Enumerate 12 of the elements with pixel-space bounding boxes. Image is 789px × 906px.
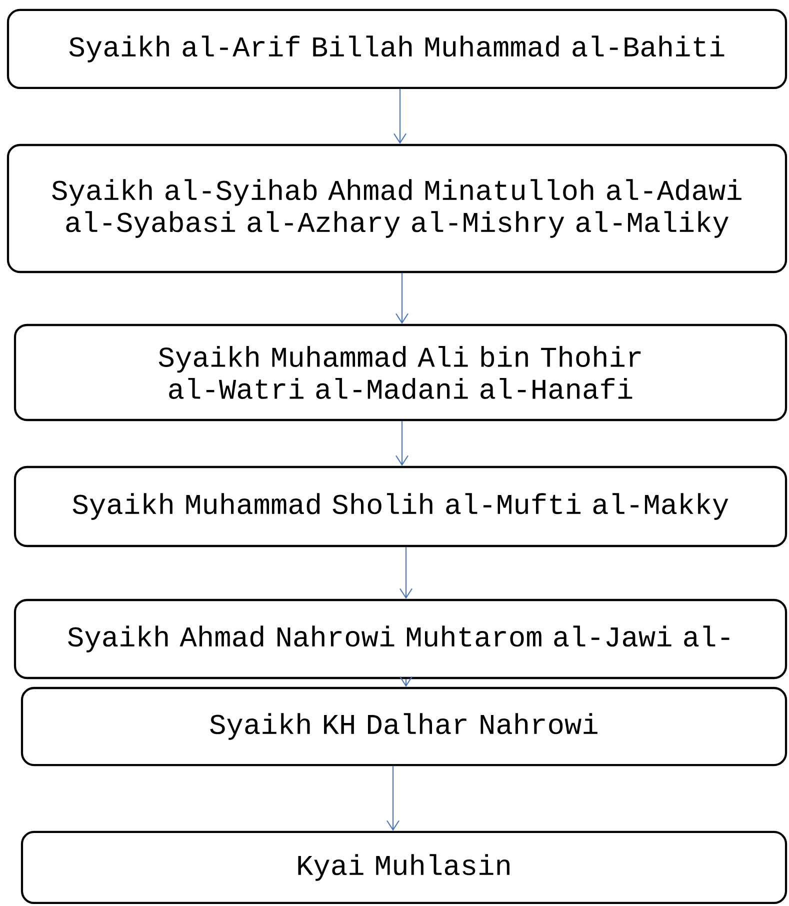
arrow [386, 766, 400, 831]
name-box: Syaikh Ahmad Nahrowi Muhtarom al-Jawi al- [14, 598, 788, 680]
name-box: Syaikh Muhammad Sholih al-Mufti al-Makky [14, 466, 788, 548]
arrow [400, 547, 412, 599]
arrow [396, 421, 408, 466]
name-box: Syaikh Muhammad Ali bin Thohir al-Watri al-Madani al-Hanafi [14, 324, 788, 422]
arrow [396, 273, 408, 324]
arrow [394, 89, 406, 144]
name-box: Kyai Muhlasin [20, 830, 788, 904]
name-box: Syaikh al-Syihab Ahmad Minatulloh al-Adawi al-Syabasi al-Azhary al-Mishry al-Maliky [6, 144, 788, 274]
name-box: Syaikh KH Dalhar Nahrowi [20, 686, 788, 766]
name-box: Syaikh al-Arif Billah Muhammad al-Bahiti [6, 8, 788, 90]
